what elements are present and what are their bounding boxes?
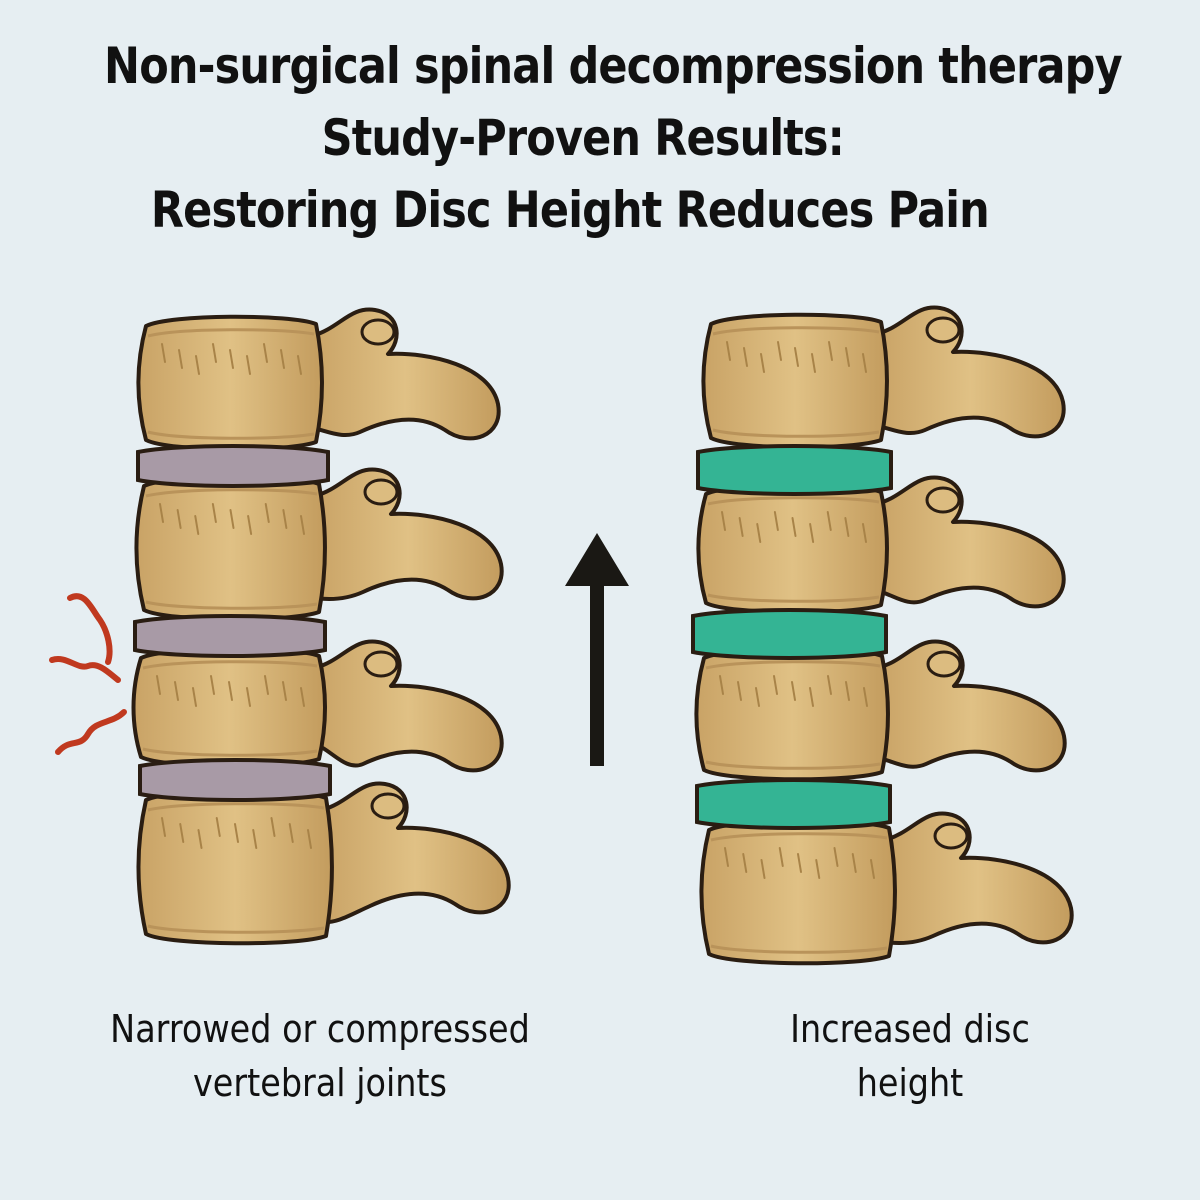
vertebra-2 xyxy=(696,475,1066,615)
decompressed-disc-1 xyxy=(696,444,893,496)
left-caption-line-1: Narrowed or compressed xyxy=(110,1007,530,1051)
compressed-discs xyxy=(133,444,332,802)
decompressed-disc-2 xyxy=(691,608,888,660)
right-caption-line-2: height xyxy=(856,1061,964,1105)
pain-squiggle-icon xyxy=(49,593,127,755)
vertebra-3 xyxy=(694,639,1067,782)
vertebra-2 xyxy=(134,467,504,622)
vertebra-1 xyxy=(136,307,501,452)
compressed-spine xyxy=(131,307,511,946)
right-caption-line-1: Increased disc xyxy=(790,1007,1030,1051)
compressed-disc-2 xyxy=(133,614,327,658)
vertebra-4 xyxy=(136,781,511,946)
left-caption: Narrowed or compressed vertebral joints xyxy=(74,1002,567,1110)
decompressed-disc-3 xyxy=(695,778,892,830)
title-line-3: Restoring Disc Height Reduces Pain xyxy=(150,181,990,239)
decompressed-spine xyxy=(694,305,1074,966)
decompressed-discs xyxy=(691,444,893,830)
title-block: Non-surgical spinal decompression therap… xyxy=(0,30,1200,246)
title-line-1: Non-surgical spinal decompression therap… xyxy=(104,37,1123,95)
compressed-disc-1 xyxy=(136,444,330,488)
compressed-disc-3 xyxy=(138,758,332,802)
up-arrow-icon xyxy=(565,533,629,766)
right-caption: Increased disc height xyxy=(655,1002,1165,1110)
left-caption-line-2: vertebral joints xyxy=(193,1061,447,1105)
title-line-2: Study-Proven Results: xyxy=(321,109,845,167)
vertebra-4 xyxy=(699,811,1074,966)
vertebra-1 xyxy=(701,305,1066,450)
vertebra-3 xyxy=(131,639,504,773)
